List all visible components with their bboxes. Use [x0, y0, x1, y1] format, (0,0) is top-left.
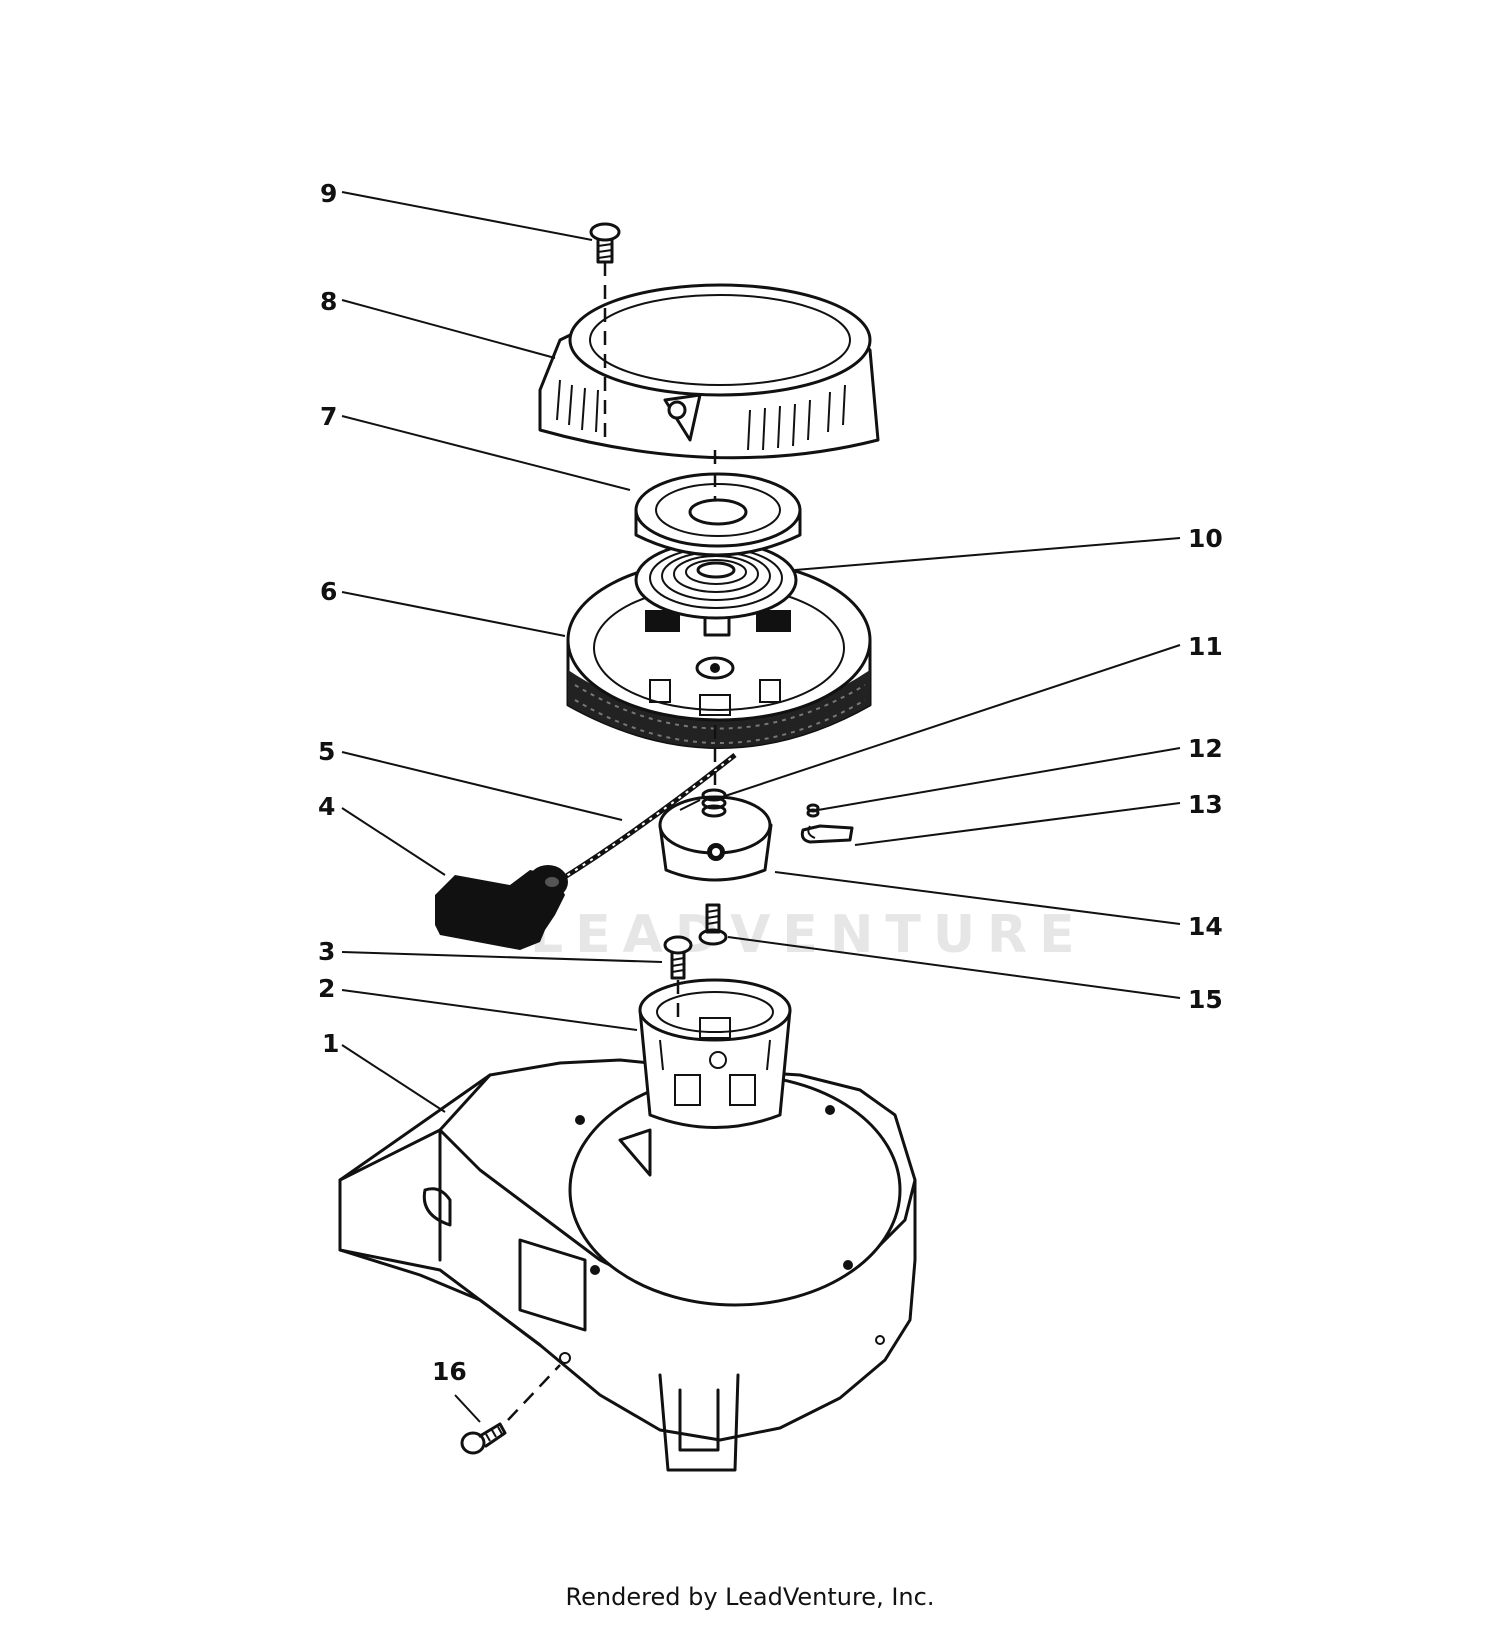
callout-10: 10	[1188, 524, 1223, 553]
part-2-starter-cup	[638, 978, 792, 1129]
part-9-screw	[589, 222, 621, 264]
callout-2: 2	[318, 974, 335, 1003]
part-14-pawl-hub	[658, 795, 773, 882]
callout-11: 11	[1188, 632, 1223, 661]
callout-16: 16	[432, 1357, 467, 1386]
callout-12: 12	[1188, 734, 1223, 763]
footer-credit: Rendered by LeadVenture, Inc.	[565, 1583, 935, 1611]
part-1-housing	[338, 1058, 917, 1472]
part-4-handle	[435, 865, 568, 950]
part-12-small-spring	[806, 803, 820, 818]
part-13-pawl	[800, 824, 854, 844]
callout-9: 9	[320, 179, 337, 208]
callout-13: 13	[1188, 790, 1223, 819]
part-6-pulley	[566, 558, 872, 749]
callout-8: 8	[320, 287, 337, 316]
part-16-screw	[460, 1422, 507, 1455]
callout-5: 5	[318, 737, 335, 766]
part-5-rope	[558, 753, 737, 883]
part-3-screw	[663, 935, 693, 980]
callout-6: 6	[320, 577, 337, 606]
callout-4: 4	[318, 792, 335, 821]
part-8-starter-cover	[538, 283, 880, 460]
callout-7: 7	[320, 402, 337, 431]
callout-15: 15	[1188, 985, 1223, 1014]
leader-lines	[341, 191, 1181, 1423]
callout-3: 3	[318, 937, 335, 966]
assembly-line-16	[507, 1364, 561, 1421]
callout-14: 14	[1188, 912, 1223, 941]
part-7-spring-cover	[634, 472, 802, 557]
callout-1: 1	[322, 1029, 339, 1058]
watermark-text: LEADVENTURE	[530, 905, 1087, 965]
part-10-recoil-spring	[634, 540, 798, 620]
part-15-shoulder-screw	[698, 903, 728, 946]
